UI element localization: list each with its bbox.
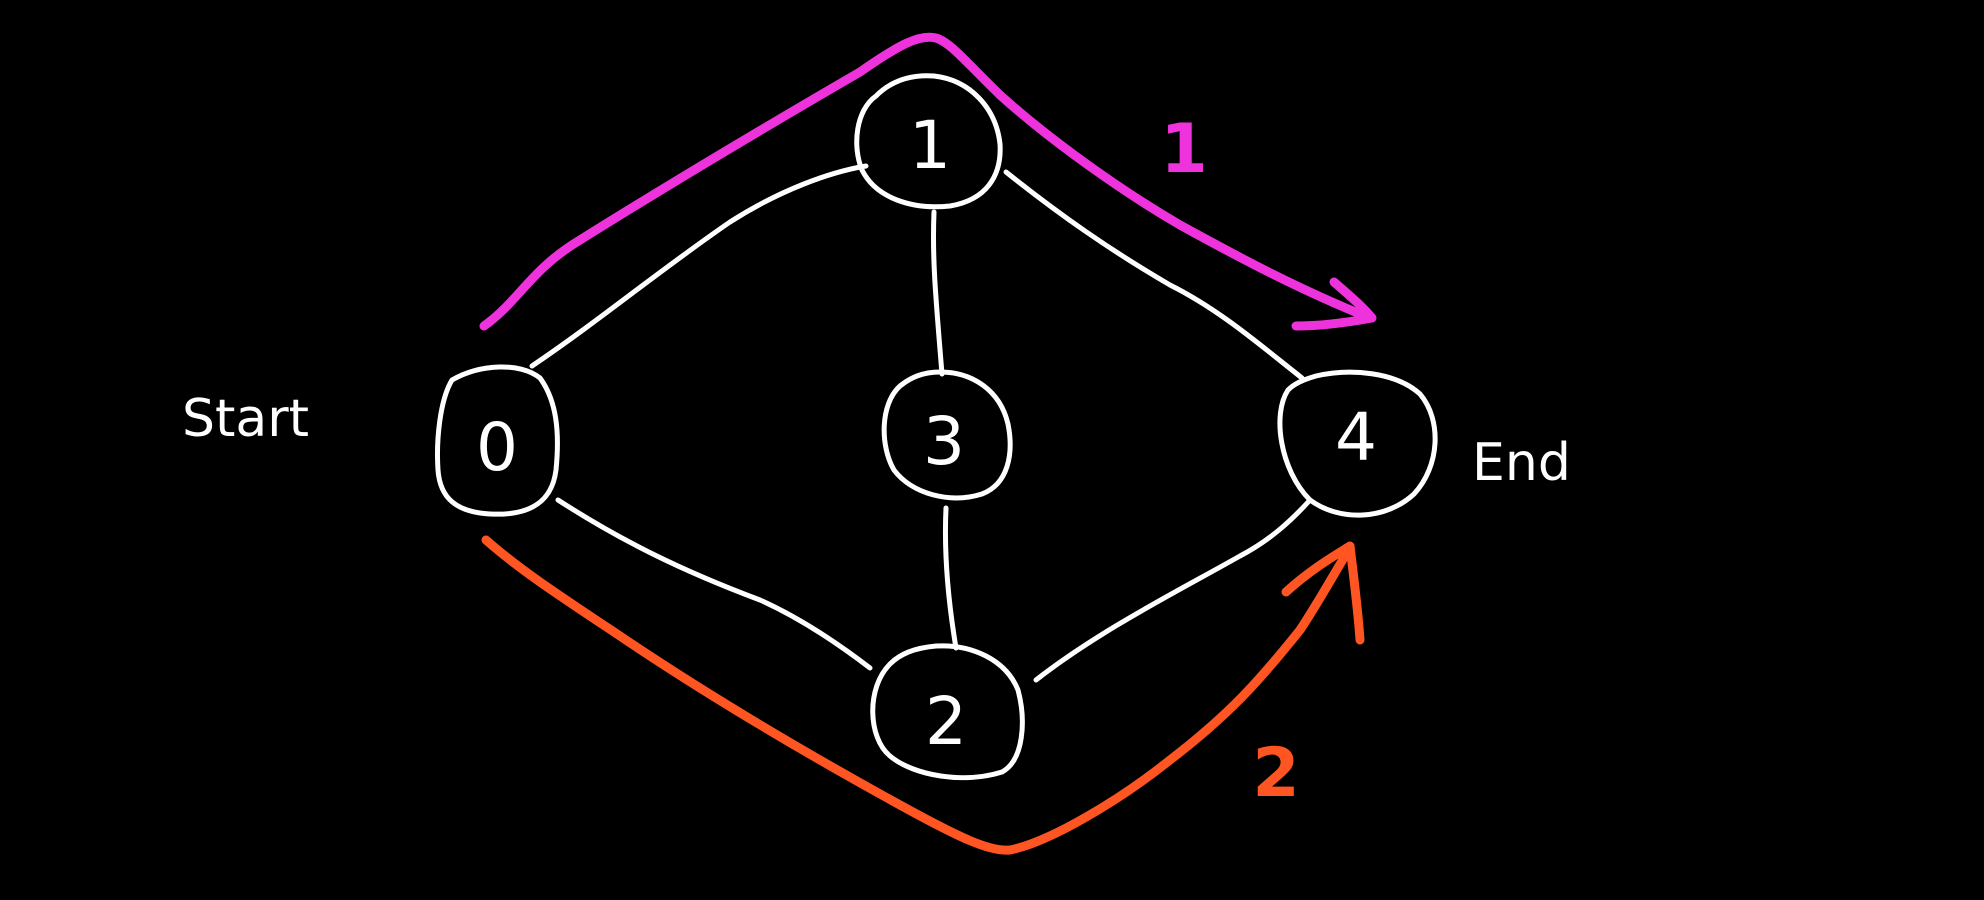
route-1-path [479, 32, 1375, 331]
node-1-label: 1 [909, 107, 951, 184]
node-1-ring [854, 73, 1003, 210]
route-1 [479, 32, 1377, 331]
route-2 [481, 535, 1365, 855]
route-2-path [481, 535, 1355, 855]
node-0-label: 0 [476, 409, 518, 486]
edge-0-2 [555, 497, 873, 671]
node-4-ring [1277, 369, 1438, 518]
node-2: 2 [870, 643, 1025, 781]
node-3-ring [881, 369, 1013, 501]
node-3-label: 3 [923, 403, 965, 480]
node-2-ring [870, 643, 1025, 781]
route-1-arrowhead [1291, 277, 1377, 331]
edge-3-2 [942, 505, 959, 651]
node-3: 3 [881, 369, 1013, 501]
node-0: 0 [435, 364, 560, 517]
route-1-label: 1 [1160, 110, 1207, 189]
edge-1-4 [1003, 169, 1305, 381]
edge-2-4 [1033, 497, 1313, 683]
start-label: Start [182, 389, 309, 449]
node-4: 4 [1277, 369, 1438, 518]
edge-0-1 [529, 163, 869, 369]
edge-1-3 [930, 209, 945, 377]
node-2-label: 2 [925, 683, 967, 760]
node-1: 1 [854, 73, 1003, 210]
route-2-label: 2 [1252, 734, 1299, 813]
nodes: 0 1 3 2 4 [435, 73, 1438, 781]
node-0-ring [435, 364, 560, 517]
node-4-label: 4 [1335, 399, 1377, 476]
end-label: End [1472, 433, 1571, 493]
route-2-arrowhead [1281, 541, 1365, 645]
edges [529, 163, 1313, 683]
